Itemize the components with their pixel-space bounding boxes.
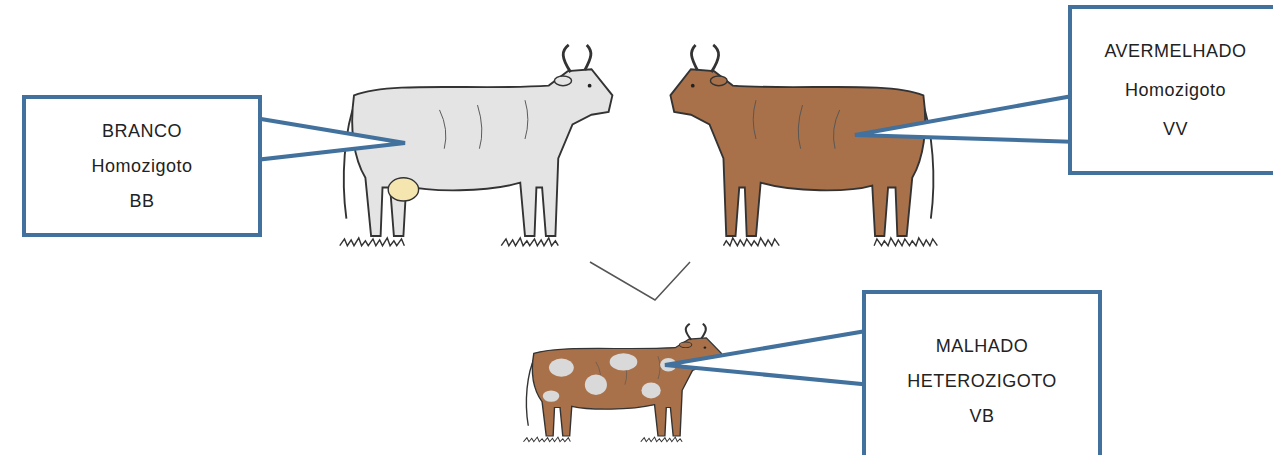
callout-text: Homozigoto — [1125, 80, 1226, 101]
callout-heading: AVERMELHADO — [1104, 41, 1246, 62]
callout-text: HETEROZIGOTO — [907, 371, 1057, 392]
callout-box: BRANCO HomozigotoBB — [22, 95, 262, 237]
callout-box: MALHADO HETEROZIGOTO VB — [862, 290, 1102, 455]
callout-heading: MALHADO — [936, 336, 1029, 357]
callout-box: AVERMELHADO HomozigotoVV — [1068, 5, 1273, 175]
callout-text: BB — [129, 191, 154, 212]
callout-heading: BRANCO — [102, 121, 182, 142]
callout-text: Homozigoto — [91, 156, 192, 177]
callout-text: VB — [969, 406, 994, 427]
callout-text: VV — [1163, 119, 1188, 140]
